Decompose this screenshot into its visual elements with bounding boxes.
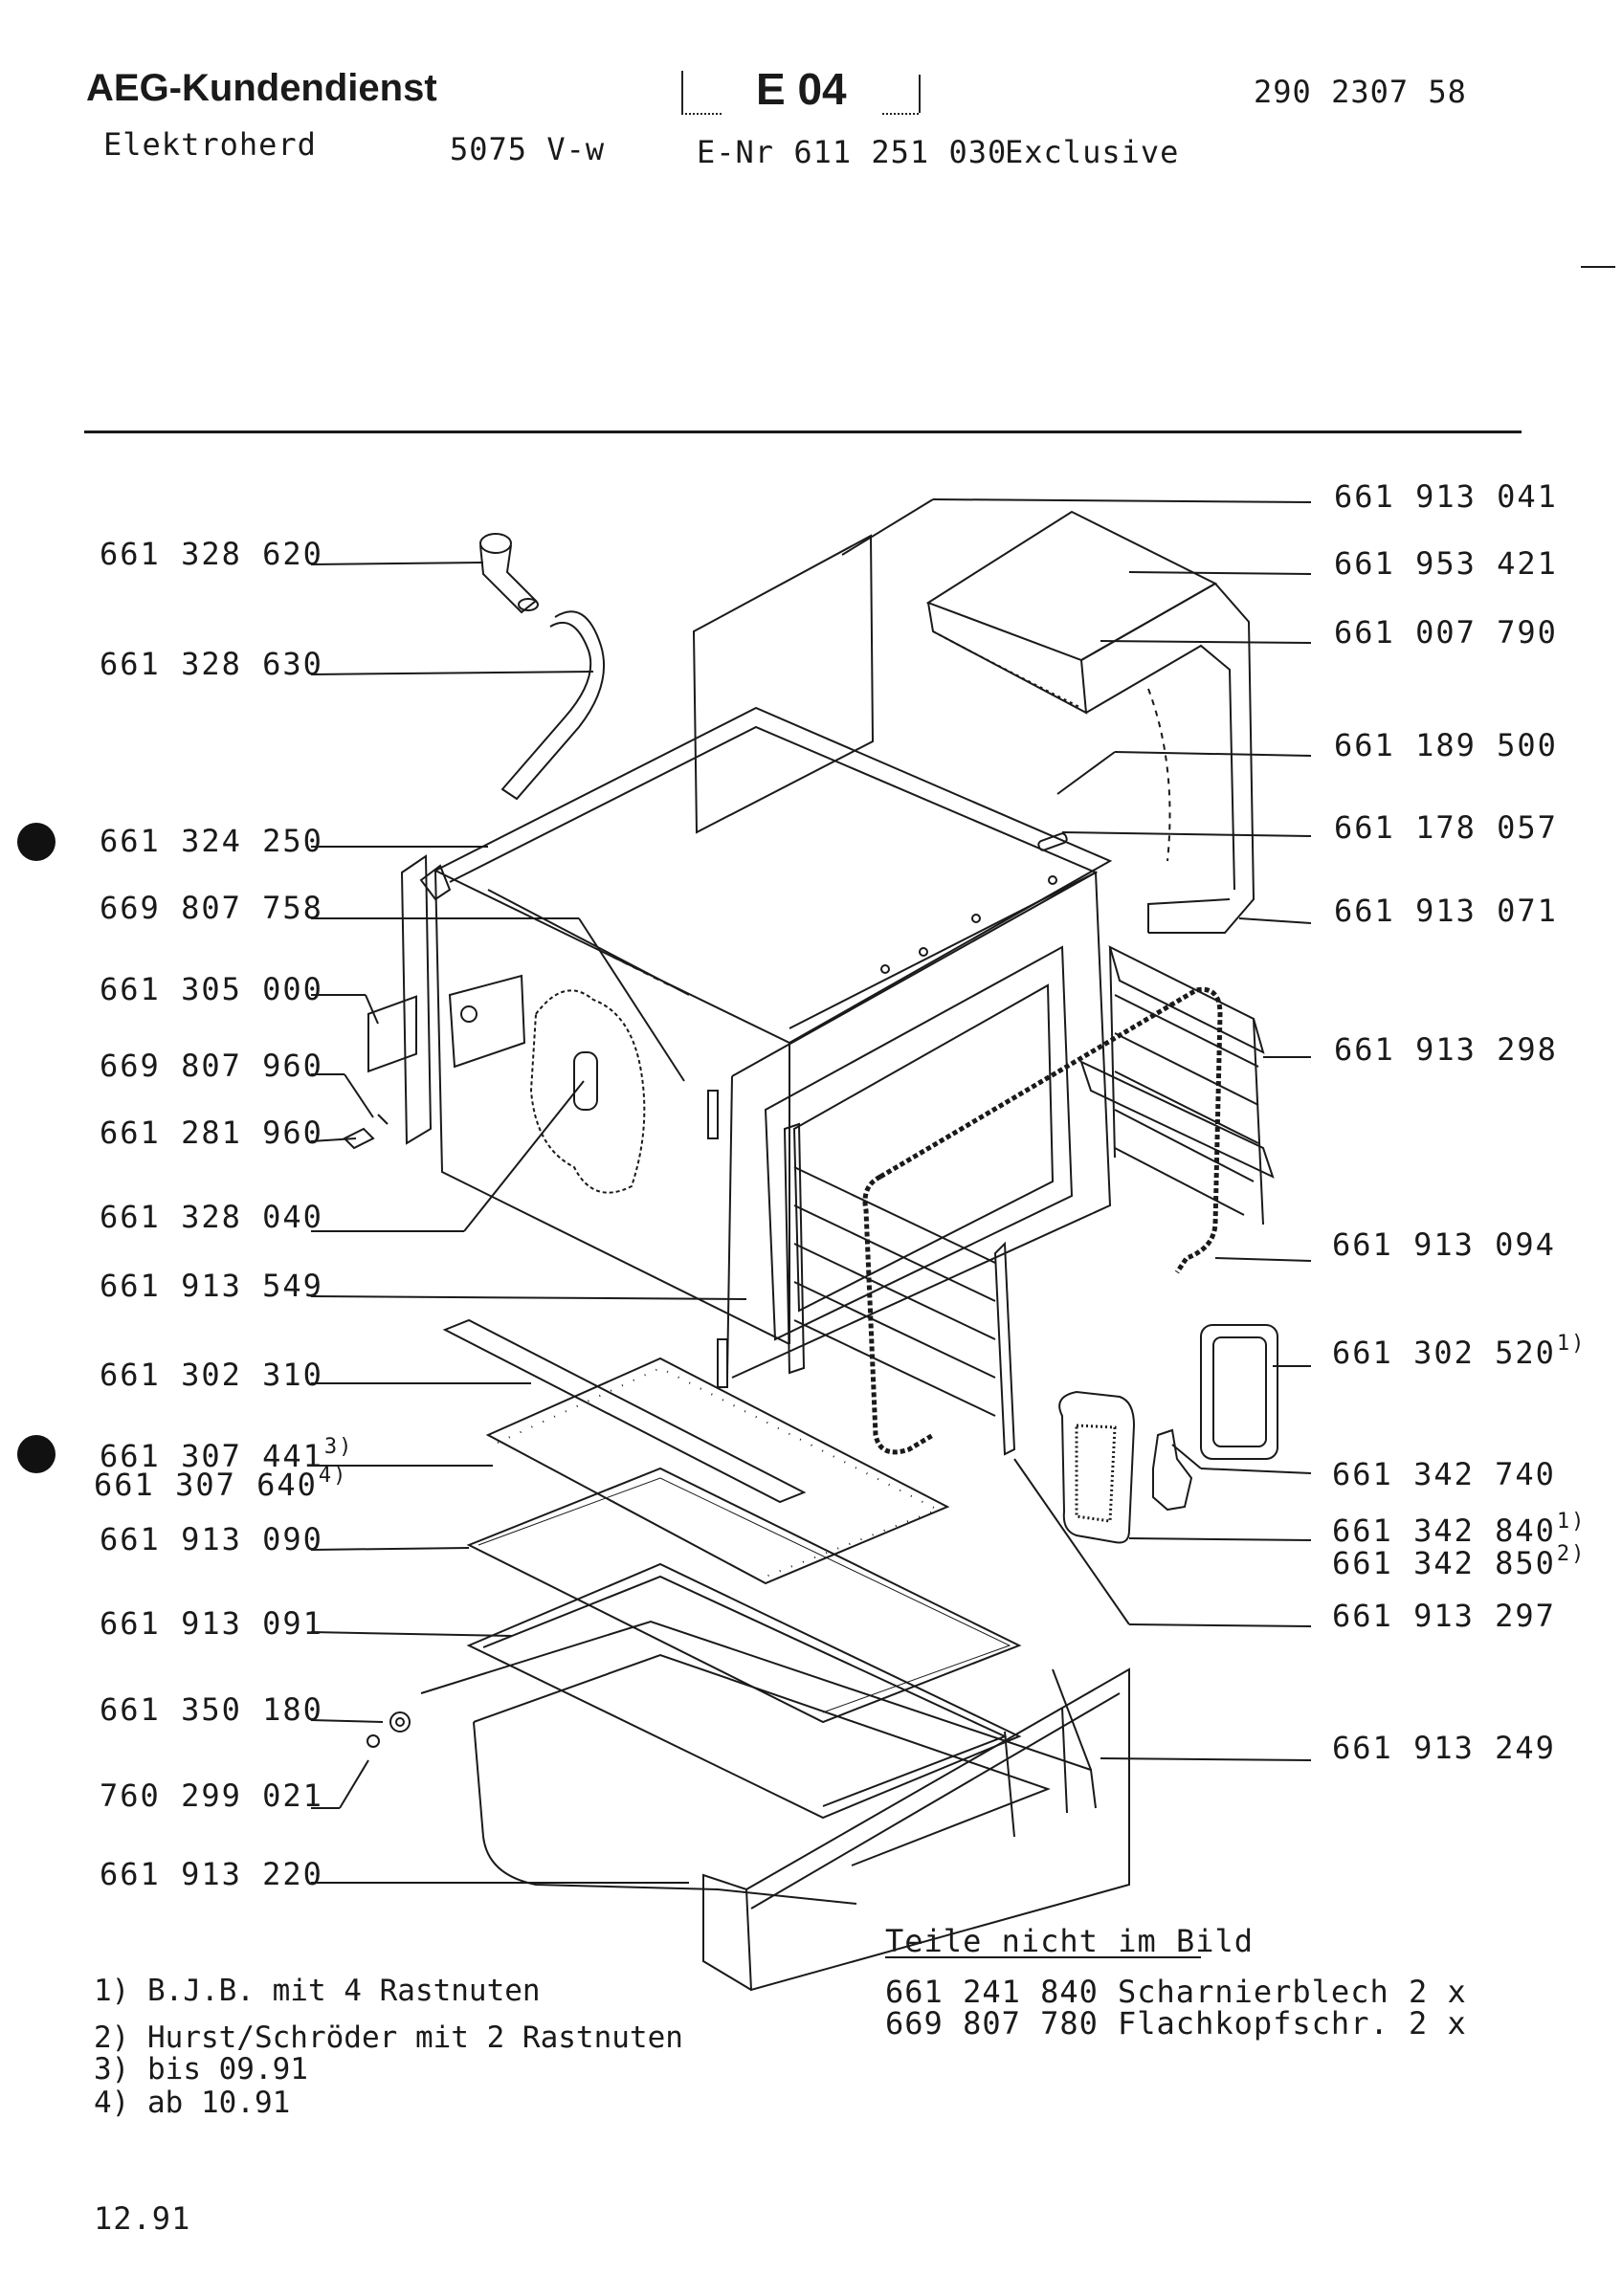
part-label: 760 299 021: [100, 1777, 323, 1814]
not-pictured-number: 669 807 780: [885, 2005, 1099, 2042]
part-label: 661 913 071: [1334, 893, 1558, 929]
part-label: 661 342 740: [1332, 1456, 1556, 1492]
part-label: 661 913 041: [1334, 478, 1558, 515]
fasteners: [344, 832, 1068, 1747]
side-rack-rails: [1081, 947, 1273, 1225]
registration-dot: [17, 823, 56, 861]
part-number: 661 307 640: [94, 1467, 318, 1503]
model-number: 5075 V-w: [450, 131, 606, 167]
oven-cavity: [435, 708, 1110, 1387]
page-code-box: E 04: [681, 64, 921, 117]
part-label: 661 302 310: [100, 1357, 323, 1393]
part-label: 661 913 091: [100, 1605, 323, 1642]
footnote-ref: 1): [1556, 1510, 1587, 1534]
footnote: 3) bis 09.91: [94, 2052, 308, 2086]
part-label: 661 913 220: [100, 1856, 323, 1892]
footnote: 1) B.J.B. mit 4 Rastnuten: [94, 1974, 541, 2008]
pipe-curved: [502, 611, 604, 799]
not-pictured-number: 661 241 840: [885, 1974, 1099, 2010]
door-gasket: [865, 989, 1220, 1452]
part-label: 661 189 500: [1334, 727, 1558, 763]
part-number: 661 342 850: [1332, 1545, 1556, 1581]
product-name: Elektroherd: [103, 126, 317, 163]
part-label: 661 307 4413): [100, 1435, 353, 1474]
footnote: 4) ab 10.91: [94, 2086, 291, 2120]
part-label: 661 913 090: [100, 1521, 323, 1557]
lamp-assembly: [1059, 1325, 1278, 1543]
footnote-ref: 4): [318, 1464, 348, 1488]
part-label: 661 913 249: [1332, 1730, 1556, 1766]
not-pictured-desc: Flachkopfschr. 2 x: [1118, 2005, 1467, 2042]
footnote-ref: 2): [1556, 1542, 1587, 1566]
part-label: 661 913 297: [1332, 1598, 1556, 1634]
part-number: 661 302 520: [1332, 1335, 1556, 1371]
brand-title: AEG-Kundendienst: [86, 67, 437, 109]
part-label: 661 328 630: [100, 646, 323, 682]
part-label: 661 305 000: [100, 971, 323, 1007]
page-code: E 04: [756, 64, 847, 114]
not-pictured-title: Teile nicht im Bild: [885, 1923, 1255, 1959]
document-number: 290 2307 58: [1254, 74, 1467, 110]
footnote-ref: 3): [323, 1435, 354, 1459]
side-latch-panel: [368, 856, 644, 1193]
not-pictured-desc: Scharnierblech 2 x: [1118, 1974, 1467, 2010]
part-label: 661 350 180: [100, 1691, 323, 1728]
leader-lines-right: [842, 499, 1311, 1760]
part-label: 669 807 960: [100, 1048, 323, 1084]
bottom-racks: [445, 1320, 1019, 1818]
back-panel: [694, 536, 873, 832]
part-label: 669 807 758: [100, 890, 323, 926]
margin-mark: [1581, 266, 1615, 268]
header-rule: [84, 430, 1522, 433]
part-label: 661 281 960: [100, 1115, 323, 1151]
part-label: 661 324 250: [100, 823, 323, 859]
storage-drawer: [421, 1622, 1129, 1990]
part-number: 661 307 441: [100, 1438, 323, 1474]
part-label: 661 913 094: [1332, 1226, 1556, 1263]
variant-name: Exclusive: [1005, 134, 1180, 170]
part-label: 661 302 5201): [1332, 1332, 1586, 1371]
insulation-blanket: [928, 512, 1254, 933]
part-number: 661 342 840: [1332, 1512, 1556, 1549]
revision-date: 12.91: [94, 2200, 191, 2237]
part-label: 661 342 8502): [1332, 1542, 1586, 1581]
part-label: 661 328 620: [100, 536, 323, 572]
registration-dot: [17, 1435, 56, 1473]
part-label: 661 178 057: [1334, 809, 1558, 846]
part-label: 661 007 790: [1334, 614, 1558, 651]
inner-rack-left: [785, 1124, 1014, 1454]
pipe-elbow: [480, 534, 538, 612]
part-label: 661 328 040: [100, 1199, 323, 1235]
part-label: 661 913 298: [1334, 1031, 1558, 1068]
footnote-ref: 1): [1556, 1332, 1587, 1356]
footnote: 2) Hurst/Schröder mit 2 Rastnuten: [94, 2020, 683, 2055]
part-label: 661 307 6404): [94, 1464, 347, 1503]
e-number: E-Nr 611 251 030: [697, 134, 1008, 170]
part-label: 661 342 8401): [1332, 1510, 1586, 1549]
part-label: 661 913 549: [100, 1268, 323, 1304]
part-label: 661 953 421: [1334, 545, 1558, 582]
leader-lines-left: [311, 563, 746, 1883]
